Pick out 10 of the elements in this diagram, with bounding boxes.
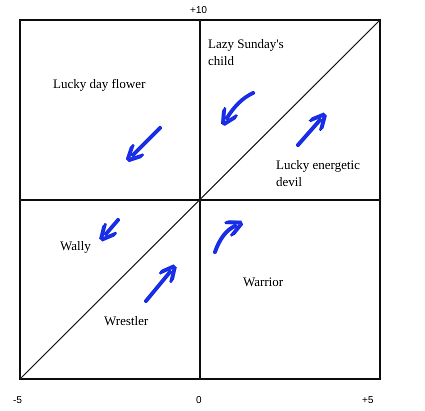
quadrant-label: Wally bbox=[60, 237, 92, 254]
quadrant-label: Lucky energetic devil bbox=[276, 156, 361, 190]
axis-tick-label: +5 bbox=[362, 394, 374, 408]
axis-tick-label: -5 bbox=[13, 394, 22, 408]
axis-tick-label: +10 bbox=[190, 4, 207, 18]
axis-tick-label: 0 bbox=[196, 394, 202, 408]
quadrant-label: Wrestler bbox=[104, 312, 150, 329]
quadrant-label: Lucky day flower bbox=[53, 75, 146, 92]
quadrant-label: Warrior bbox=[243, 273, 284, 290]
quadrant-label: Lazy Sunday's child bbox=[208, 35, 285, 69]
